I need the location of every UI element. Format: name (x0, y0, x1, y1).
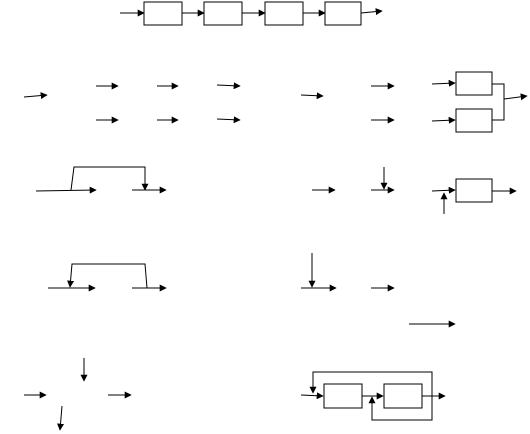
arrow (300, 392, 324, 400)
row3-right-summing (312, 167, 517, 214)
merge-output-arrow (503, 93, 528, 101)
feedback-path (67, 263, 148, 289)
row5-right-loop (300, 371, 446, 421)
merge-line (492, 83, 505, 121)
arrow (431, 116, 456, 124)
arrow (57, 405, 65, 431)
row4-left-feedback (48, 263, 167, 292)
row5-left-takeoff (24, 358, 132, 431)
chain-block-3 (264, 1, 304, 26)
top-series-chain (120, 1, 383, 26)
row4-right-summing (301, 253, 456, 328)
chain-block-1 (143, 1, 183, 26)
single-block (455, 178, 493, 203)
outer-feedback-path (309, 371, 433, 396)
row2-left-arrows (23, 82, 241, 124)
arrow (216, 82, 241, 90)
loop-block-1 (323, 383, 363, 409)
arrow (23, 92, 48, 100)
inner-feedback-path (368, 396, 433, 421)
arrow (300, 92, 324, 100)
chain-block-4 (324, 1, 362, 26)
branch-path (70, 166, 149, 191)
row3-left-branch (35, 166, 167, 194)
arrow (431, 186, 456, 194)
loop-block-2 (383, 383, 423, 409)
chain-output-arrow (360, 8, 383, 16)
arrow (216, 116, 241, 124)
parallel-block-upper (455, 71, 493, 96)
arrow (35, 186, 97, 194)
arrow (431, 79, 456, 87)
parallel-block-lower (455, 108, 493, 133)
row2-right-parallel (300, 71, 528, 133)
chain-block-2 (203, 1, 243, 26)
